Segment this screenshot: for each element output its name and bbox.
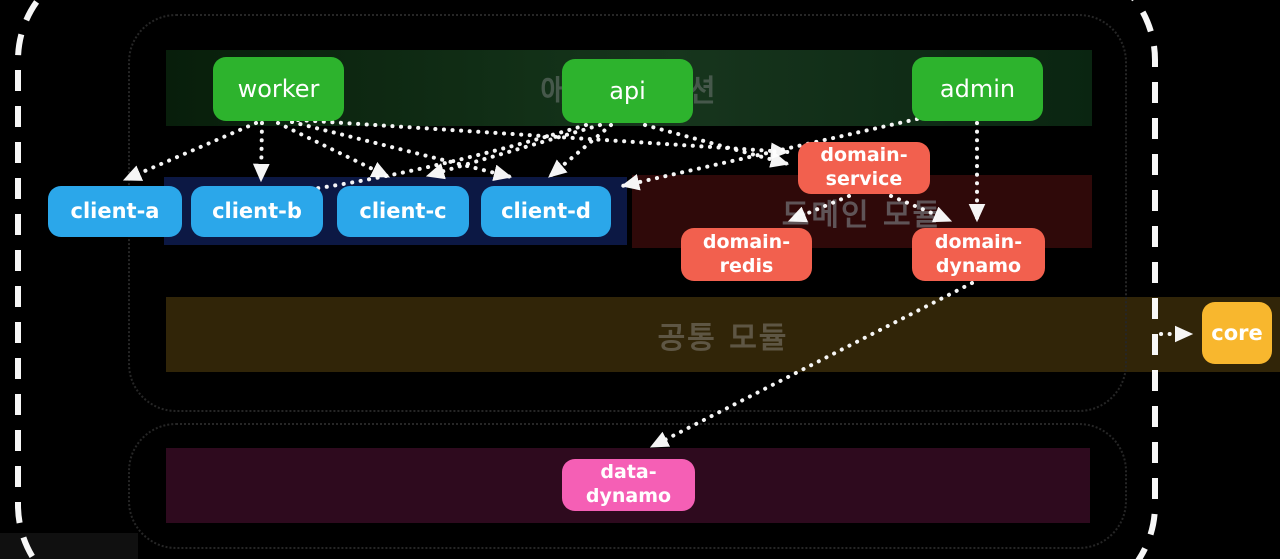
node-client-b: client-b (191, 186, 323, 237)
edge-admin-to-client-d (620, 117, 919, 191)
node-api: api (562, 59, 693, 123)
edge-worker-to-client-c (276, 121, 391, 179)
edge-api-to-domain-service (643, 123, 790, 168)
band-common: 공통 모듈 (166, 297, 1280, 372)
edge-worker-to-client-b (252, 121, 270, 183)
node-admin: admin (912, 57, 1043, 121)
edge-api-to-client-d (547, 123, 613, 179)
node-domain-redis: domain- redis (681, 228, 812, 281)
edge-worker-to-client-d (290, 120, 513, 181)
edge-domain-service-to-domain-dynamo (889, 194, 953, 223)
node-domain-dynamo: domain- dynamo (912, 228, 1045, 281)
node-domain-service: domain- service (798, 142, 930, 194)
node-client-c: client-c (337, 186, 469, 237)
edge-worker-to-client-a (122, 121, 258, 182)
edge-api-to-client-a (201, 123, 588, 208)
band-common-title: 공통 모듈 (657, 320, 789, 356)
band-domain-title: 도메인 모듈 (781, 197, 943, 233)
module-group-outline-bottom (128, 423, 1127, 549)
node-worker: worker (213, 57, 344, 121)
edge-domain-service-to-domain-redis (787, 194, 851, 223)
node-data-dynamo: data- dynamo (562, 459, 695, 511)
node-core: core (1202, 302, 1272, 364)
node-client-a: client-a (48, 186, 182, 237)
outer-dashed-border (15, 0, 1158, 559)
node-client-d: client-d (481, 186, 611, 237)
edge-domain-dynamo-to-data-dynamo (649, 281, 974, 449)
